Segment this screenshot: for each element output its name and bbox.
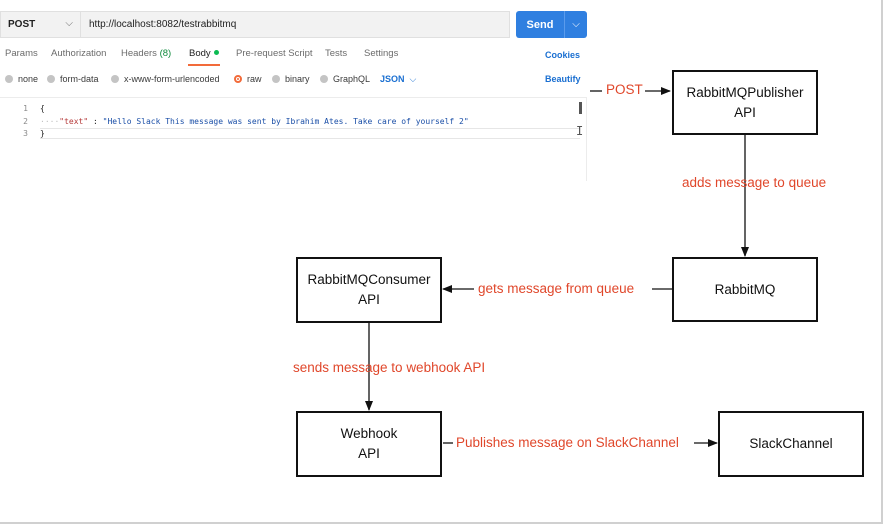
line-number: 1: [23, 104, 28, 113]
url-text: http://localhost:8082/testrabbitmq: [89, 19, 237, 30]
node-slack-channel: SlackChannel: [718, 411, 864, 477]
node-label: SlackChannel: [749, 436, 833, 452]
radio-selected-icon: [234, 75, 242, 83]
raw-format-select[interactable]: JSON ⌵: [380, 74, 416, 85]
active-tab-underline: [188, 64, 220, 66]
tab-authorization[interactable]: Authorization: [51, 48, 107, 59]
send-button[interactable]: Send ⌵: [516, 11, 587, 38]
tab-tests[interactable]: Tests: [325, 48, 348, 59]
node-rabbitmq-publisher-api: RabbitMQPublisher API: [672, 70, 818, 135]
tab-body[interactable]: Body: [189, 48, 219, 59]
node-label: Webhook: [340, 426, 398, 442]
radio-label: binary: [285, 74, 310, 84]
code-line: ····"text" : "Hello Slack This message w…: [40, 117, 469, 126]
tab-headers-label: Headers: [121, 48, 157, 59]
cookies-link[interactable]: Cookies: [545, 50, 581, 60]
node-label: RabbitMQPublisher: [686, 84, 804, 100]
line-number: 2: [23, 117, 28, 126]
tab-body-label: Body: [189, 48, 211, 59]
tab-pre-request-script[interactable]: Pre-request Script: [236, 48, 313, 59]
body-indicator-dot-icon: [213, 50, 219, 55]
code-line-current: }: [40, 128, 580, 139]
node-label: RabbitMQ: [714, 281, 776, 297]
send-label: Send: [526, 18, 554, 31]
edge-label-post: POST: [606, 82, 643, 97]
tab-headers[interactable]: Headers (8): [121, 48, 171, 59]
radio-label: GraphQL: [333, 74, 371, 84]
edge-label-gets-from-queue: gets message from queue: [478, 281, 635, 296]
radio-button-icon: [47, 75, 55, 83]
radio-button-icon: [320, 75, 328, 83]
line-number: 3: [23, 129, 28, 138]
node-label: API: [734, 104, 756, 120]
headers-count-badge: (8): [159, 48, 172, 59]
radio-label: raw: [247, 74, 262, 84]
node-label: API: [358, 446, 380, 461]
radio-binary[interactable]: binary: [272, 74, 310, 84]
chevron-down-icon: ⌵: [65, 18, 73, 29]
edge-label-adds-to-queue: adds message to queue: [682, 175, 827, 190]
radio-x-www-form-urlencoded[interactable]: x-www-form-urlencoded: [111, 74, 220, 84]
radio-none[interactable]: none: [5, 74, 38, 84]
node-label: API: [358, 292, 380, 307]
radio-label: none: [18, 74, 39, 84]
radio-graphql[interactable]: GraphQL: [320, 74, 370, 84]
edge-label-publishes-on-slack: Publishes message on SlackChannel: [456, 435, 679, 450]
json-key: "text": [59, 117, 89, 126]
send-divider: [564, 11, 565, 38]
text-cursor-icon: I: [576, 124, 584, 138]
tab-settings[interactable]: Settings: [364, 48, 399, 59]
radio-raw[interactable]: raw: [234, 74, 262, 84]
editor-scrollbar[interactable]: [579, 102, 582, 114]
radio-label: form-data: [60, 74, 99, 84]
chevron-down-icon: ⌵: [409, 74, 417, 84]
method-select[interactable]: POST ⌵: [0, 11, 80, 38]
node-rabbitmq-consumer-api: RabbitMQConsumer API: [296, 257, 442, 323]
beautify-link[interactable]: Beautify: [545, 74, 581, 84]
indent-dots: ····: [40, 117, 60, 126]
editor-border: [586, 97, 587, 181]
json-string-value: "Hello Slack This message was sent by Ib…: [102, 117, 469, 126]
json-separator: :: [88, 117, 103, 126]
code-line: {: [40, 104, 45, 113]
radio-button-icon: [5, 75, 13, 83]
send-options-chevron-icon[interactable]: ⌵: [572, 19, 580, 30]
raw-format-label: JSON: [380, 74, 405, 84]
node-rabbitmq: RabbitMQ: [672, 257, 818, 322]
node-label: RabbitMQConsumer: [307, 272, 431, 288]
edge-label-sends-to-webhook: sends message to webhook API: [293, 360, 486, 375]
tab-params[interactable]: Params: [5, 48, 38, 59]
radio-button-icon: [111, 75, 119, 83]
method-label: POST: [8, 19, 36, 30]
node-webhook-api: Webhook API: [296, 411, 442, 477]
radio-form-data[interactable]: form-data: [47, 74, 99, 84]
radio-label: x-www-form-urlencoded: [124, 74, 220, 84]
url-input[interactable]: http://localhost:8082/testrabbitmq: [80, 11, 510, 38]
radio-button-icon: [272, 75, 280, 83]
code-editor[interactable]: 1 2 3 { ····"text" : "Hello Slack This m…: [0, 97, 587, 179]
